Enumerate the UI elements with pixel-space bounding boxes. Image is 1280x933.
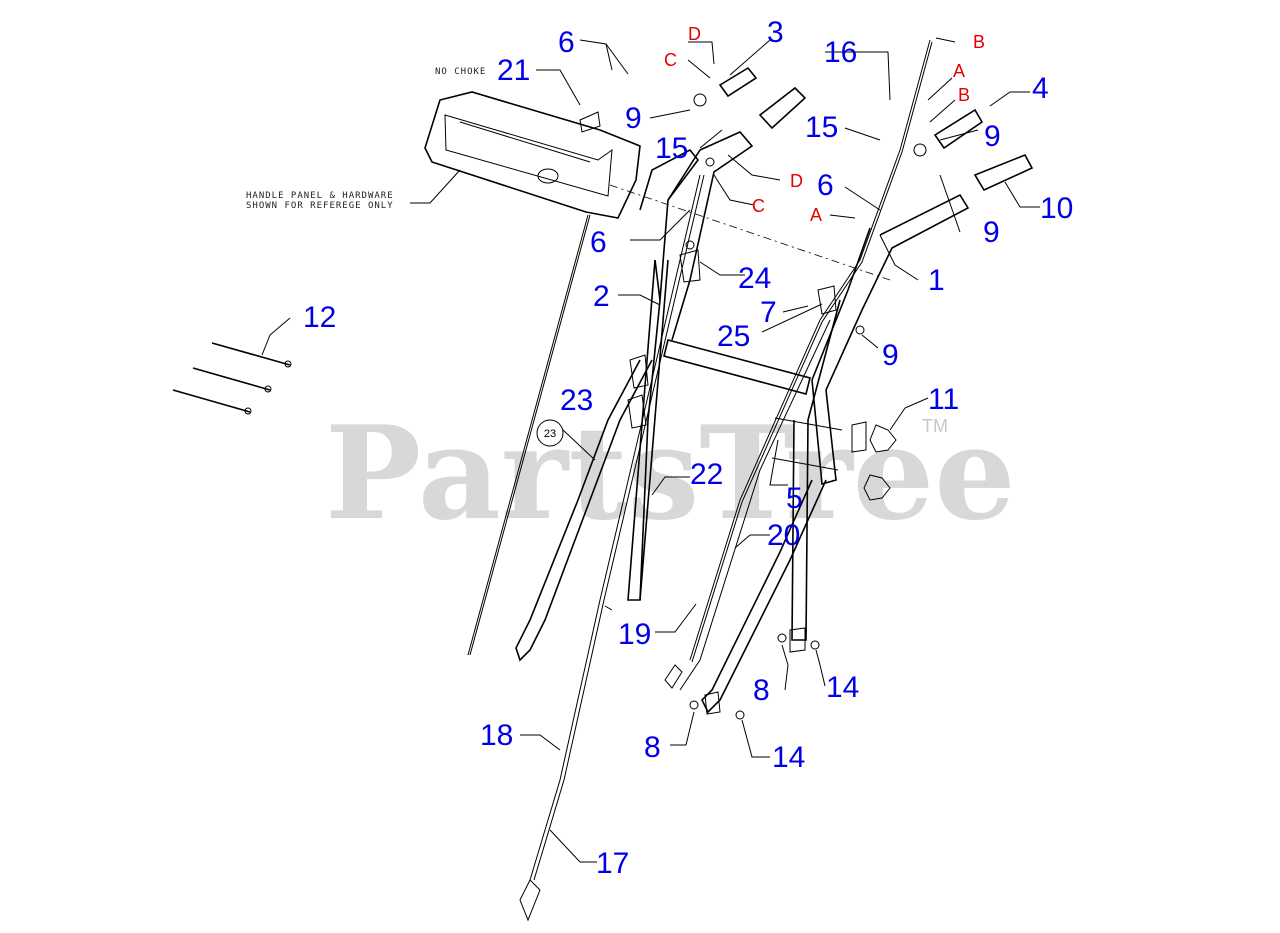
callout-6-top[interactable]: 6 — [558, 26, 575, 59]
callout-17[interactable]: 17 — [596, 847, 629, 880]
callout-15-left[interactable]: 15 — [655, 132, 688, 165]
callout-16[interactable]: 16 — [824, 36, 857, 69]
handle-panel-note-line1: HANDLE PANEL & HARDWARE — [246, 191, 394, 201]
callout-25[interactable]: 25 — [717, 320, 750, 353]
no-choke-note: NO CHOKE — [435, 67, 486, 77]
callout-20[interactable]: 20 — [767, 519, 800, 552]
cable-letter-c-top: C — [664, 50, 677, 70]
callout-10[interactable]: 10 — [1040, 192, 1073, 225]
lower-left-handle — [627, 148, 700, 601]
callout-12[interactable]: 12 — [303, 301, 336, 334]
callout-1[interactable]: 1 — [928, 264, 945, 297]
circled-ref-badge — [536, 419, 564, 447]
callout-9-mid-right[interactable]: 9 — [983, 216, 1000, 249]
handle-panel — [424, 91, 891, 281]
handle-panel-note-line2: SHOWN FOR REFEREGE ONLY — [246, 201, 394, 211]
callout-6-right[interactable]: 6 — [817, 169, 834, 202]
lower-left-rod — [515, 359, 653, 662]
callout-22[interactable]: 22 — [690, 458, 723, 491]
callout-23[interactable]: 23 — [560, 384, 593, 417]
callout-7[interactable]: 7 — [760, 296, 777, 329]
callout-15-right[interactable]: 15 — [805, 111, 838, 144]
callout-14-right[interactable]: 14 — [826, 671, 859, 704]
callout-11[interactable]: 11 — [928, 383, 959, 416]
callouts: 3 6 21 16 4 9 15 15 9 6 10 9 6 24 1 2 7 … — [303, 16, 1073, 880]
cable-letter-d-top: D — [688, 24, 701, 44]
cable-letter-a-mid: A — [810, 205, 822, 225]
callout-19[interactable]: 19 — [618, 618, 651, 651]
callout-9-lower-right[interactable]: 9 — [882, 339, 899, 372]
callout-9-upper-right[interactable]: 9 — [984, 120, 1001, 153]
lower-right-handle — [701, 299, 841, 714]
callout-24[interactable]: 24 — [738, 262, 771, 295]
circled-ref-text: 23 — [544, 428, 556, 440]
callout-5[interactable]: 5 — [786, 482, 803, 515]
watermark-tm: TM — [922, 416, 948, 436]
cable-letter-b-top: B — [973, 32, 985, 52]
cable-letter-a-top: A — [953, 61, 965, 81]
cable-letter-c-mid: C — [752, 196, 765, 216]
callout-8-left[interactable]: 8 — [644, 731, 661, 764]
callout-6-left[interactable]: 6 — [590, 226, 607, 259]
callout-2[interactable]: 2 — [593, 280, 610, 313]
callout-21[interactable]: 21 — [497, 54, 530, 87]
callout-18[interactable]: 18 — [480, 719, 513, 752]
cable-letter-b-mid: B — [958, 85, 970, 105]
callout-14-left[interactable]: 14 — [772, 741, 805, 774]
shear-bolts — [172, 342, 292, 415]
callout-8-right[interactable]: 8 — [753, 674, 770, 707]
callout-4[interactable]: 4 — [1032, 72, 1049, 105]
cables — [467, 39, 933, 922]
cable-letter-d-mid: D — [790, 171, 803, 191]
hardware — [604, 93, 927, 720]
callout-3[interactable]: 3 — [767, 16, 784, 49]
leader-lines — [261, 37, 1040, 863]
watermark-text: PartsTree — [325, 399, 1016, 549]
upper-right-handle — [811, 193, 970, 486]
cross-brace — [663, 339, 811, 395]
cable-letters: D C D C B A B A — [664, 24, 985, 225]
callout-9-left[interactable]: 9 — [625, 102, 642, 135]
upper-left-handle — [654, 131, 754, 341]
